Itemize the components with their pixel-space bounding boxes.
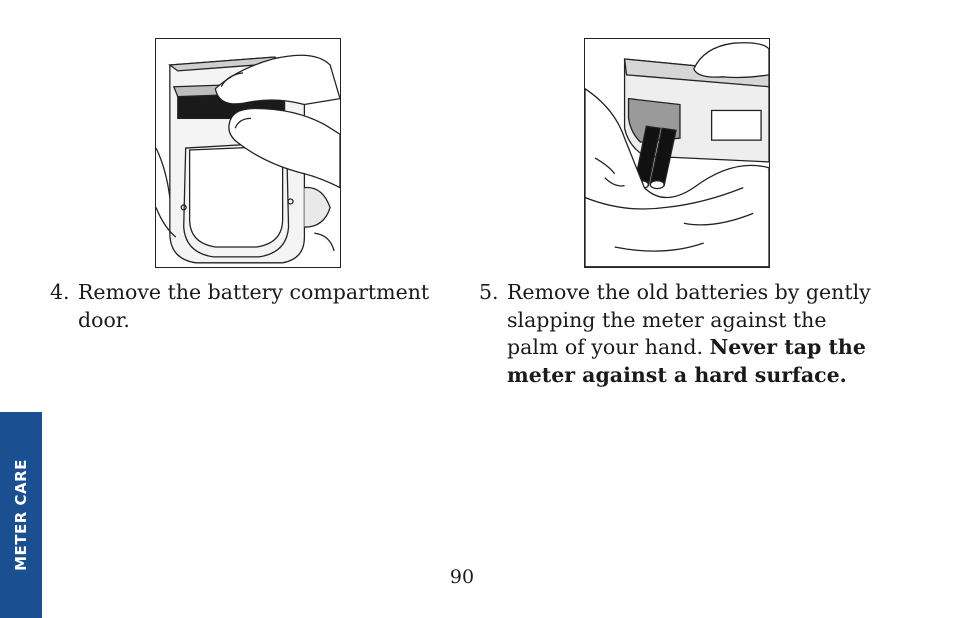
side-tab-label: METER CARE [12,459,30,571]
page-number: 90 [449,566,475,588]
section-side-tab: METER CARE [0,412,42,618]
battery-door-illustration [155,38,341,268]
step-4-text: Remove the battery compartment door. [78,280,430,332]
step-text: Remove the old batteries by gently slapp… [479,279,884,389]
instruction-step-5: 5. Remove the old batteries by gently sl… [479,279,884,389]
batteries-removal-illustration [584,38,770,268]
instruction-step-4: 4. Remove the battery compartment door. [50,279,450,334]
step-number: 5. [479,280,499,304]
hand-removing-battery-door-image [156,54,340,264]
step-5-text: Remove the old batteries by gently slapp… [507,280,871,359]
step-5-warning: Never tap the meter against a hard surfa… [507,335,866,387]
batteries-into-palm-image [585,42,769,267]
step-text: Remove the battery compartment door. [50,279,450,334]
step-number: 4. [50,280,70,304]
